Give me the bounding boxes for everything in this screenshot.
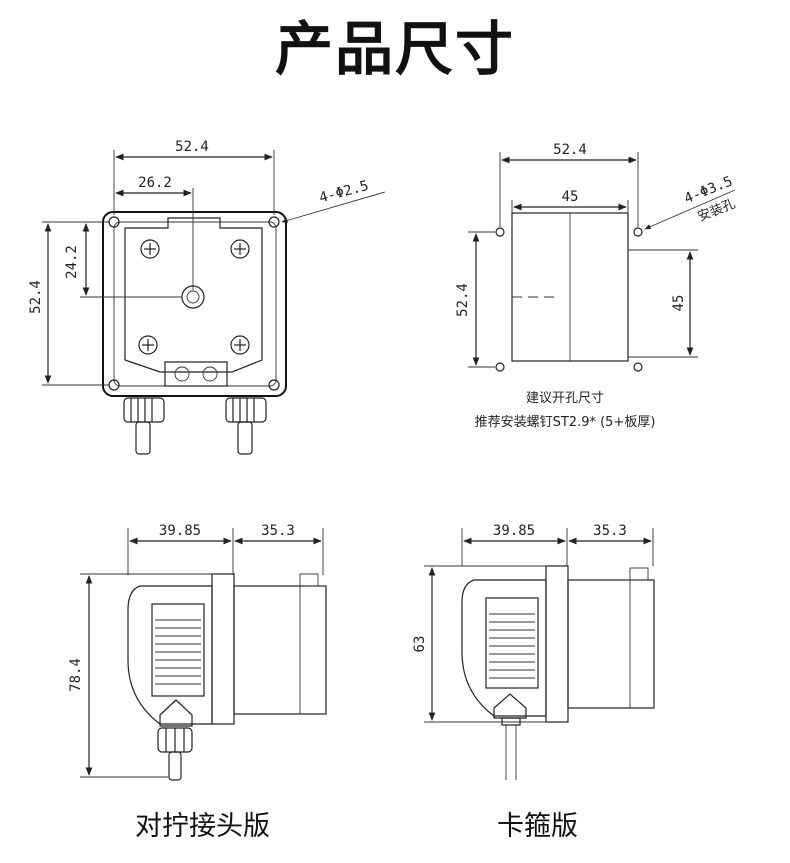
front-view-drawing: 52.4 26.2 52.4 24.2 4-Φ2.5: [28, 139, 386, 455]
caption-clamp-version: 卡箍版: [497, 811, 578, 842]
tube-fitting-left: [123, 397, 165, 455]
mount-plate: [211, 573, 235, 725]
dim-connector-depth-motor: 35.3: [261, 523, 295, 539]
caption-connector-version: 对拧接头版: [135, 811, 270, 842]
cutout-hole: [495, 227, 505, 237]
screw: [230, 335, 250, 355]
mount-hole: [268, 216, 280, 228]
dim-cutout-width: 45: [562, 189, 579, 205]
motor-body: [567, 579, 655, 709]
cutout-note-line2: 推荐安装螺钉ST2.9* (5+板厚): [475, 415, 656, 430]
dim-connector-depth-front: 39.85: [159, 523, 201, 539]
dim-front-half-width: 26.2: [138, 175, 172, 191]
mounting-cutout-drawing: 52.4 45 52.4 45 4-Φ3.5 安装孔 建议开孔尺寸 推荐安装螺钉…: [455, 142, 738, 430]
dim-front-width: 52.4: [175, 139, 209, 155]
side-view-connector-drawing: 39.85 35.3 78.4: [68, 523, 327, 781]
cutout-hole: [633, 227, 643, 237]
screw: [138, 335, 158, 355]
cutout-note-line1: 建议开孔尺寸: [526, 391, 604, 406]
dim-cutout-height: 45: [671, 295, 687, 312]
cutout-hole: [495, 362, 505, 372]
dim-front-center-height: 24.2: [64, 245, 80, 279]
dim-connector-height: 78.4: [68, 658, 84, 692]
pump-head-side: [461, 579, 547, 717]
pump-head-side: [127, 585, 213, 725]
roller-housing: [485, 597, 539, 689]
roller-housing: [151, 603, 205, 697]
tube-clamp: [501, 717, 521, 726]
dim-clamp-depth-front: 39.85: [493, 523, 535, 539]
screw: [230, 239, 250, 259]
dim-clamp-height: 63: [412, 636, 428, 653]
pump-front-frame: [102, 211, 287, 397]
front-hole-label: 4-Φ2.5: [317, 178, 370, 207]
motor-body: [233, 585, 327, 715]
screw: [140, 239, 160, 259]
tube-clamp-block: [164, 361, 228, 387]
tube-fitting-side: [157, 727, 193, 781]
mount-plate: [545, 565, 569, 723]
side-view-clamp-drawing: 39.85 35.3 63: [412, 523, 655, 780]
dim-cutout-hole-span-x: 52.4: [553, 142, 587, 158]
dim-front-height: 52.4: [28, 280, 44, 314]
mount-hole: [108, 216, 120, 228]
tube-fitting-right: [225, 397, 267, 455]
dim-cutout-hole-span-y: 52.4: [455, 283, 471, 317]
page-title: 产品尺寸: [274, 15, 515, 83]
mount-hole: [268, 379, 280, 391]
dim-clamp-depth-motor: 35.3: [593, 523, 627, 539]
cutout-hole: [633, 362, 643, 372]
pump-head-body: [124, 217, 263, 373]
